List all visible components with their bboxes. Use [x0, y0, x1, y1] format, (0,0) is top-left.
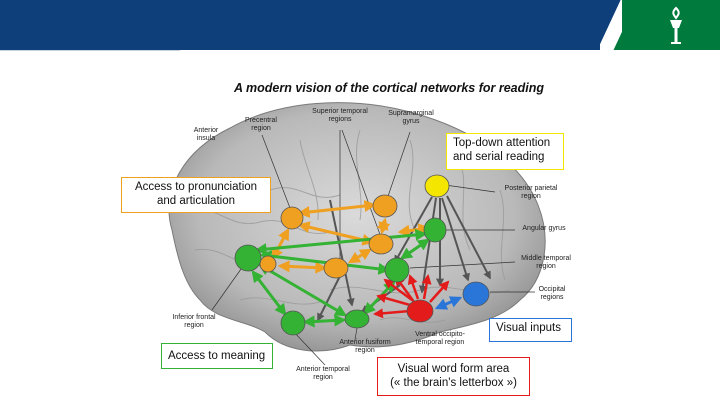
- header-bar: [0, 0, 720, 50]
- label-anterior-fusiform: Anterior fusiform region: [339, 339, 391, 354]
- header-green-slant: [612, 0, 636, 50]
- node-insula: [259, 255, 277, 273]
- label-ventral-occipito: Ventral occipito- temporal region: [415, 331, 465, 346]
- node-vwfa: [406, 299, 434, 323]
- node-middle-temporal: [384, 257, 410, 283]
- label-inferior-frontal: Inferior frontal region: [172, 314, 216, 329]
- node-precentral: [280, 206, 304, 230]
- torch-icon: [670, 6, 682, 44]
- blue-arrow: [434, 296, 463, 310]
- red-arrows: [373, 274, 450, 319]
- node-anterior-fusiform: [344, 309, 370, 329]
- label-precentral: Precentral region: [245, 117, 277, 132]
- node-orange-mid: [323, 257, 349, 279]
- header-green-band: [622, 0, 720, 50]
- label-middle-temporal: Middle temporal region: [521, 255, 571, 270]
- label-posterior-parietal: Posterior parietal region: [504, 185, 558, 200]
- node-posterior-parietal: [424, 174, 450, 198]
- node-anterior-temporal: [280, 310, 306, 336]
- box-top-down-attention: Top-down attention and serial reading: [446, 133, 564, 170]
- label-angular-gyrus: Angular gyrus: [522, 225, 566, 232]
- box-vwfa: Visual word form area (« the brain's let…: [377, 357, 530, 396]
- label-anterior-insula: Anterior insula: [193, 127, 219, 142]
- node-inferior-frontal: [234, 244, 262, 272]
- box-visual-inputs: Visual inputs: [489, 318, 572, 342]
- label-anterior-temporal: Anterior temporal region: [296, 366, 350, 381]
- label-supramarginal: Supramarginal gyrus: [388, 110, 434, 125]
- label-occipital: Occipital regions: [538, 286, 566, 301]
- region-nodes: [234, 174, 490, 336]
- label-superior-temporal: Superior temporal regions: [312, 108, 368, 123]
- node-occipital: [462, 281, 490, 307]
- box-pronunciation: Access to pronunciation and articulation: [121, 177, 271, 213]
- node-superior-temporal: [368, 233, 394, 255]
- box-meaning: Access to meaning: [161, 343, 273, 369]
- node-supramarginal: [372, 194, 398, 218]
- header-rule: [0, 50, 180, 51]
- node-angular: [423, 217, 447, 243]
- diagram-title: A modern vision of the cortical networks…: [234, 81, 545, 95]
- header-blue-band: [0, 0, 600, 50]
